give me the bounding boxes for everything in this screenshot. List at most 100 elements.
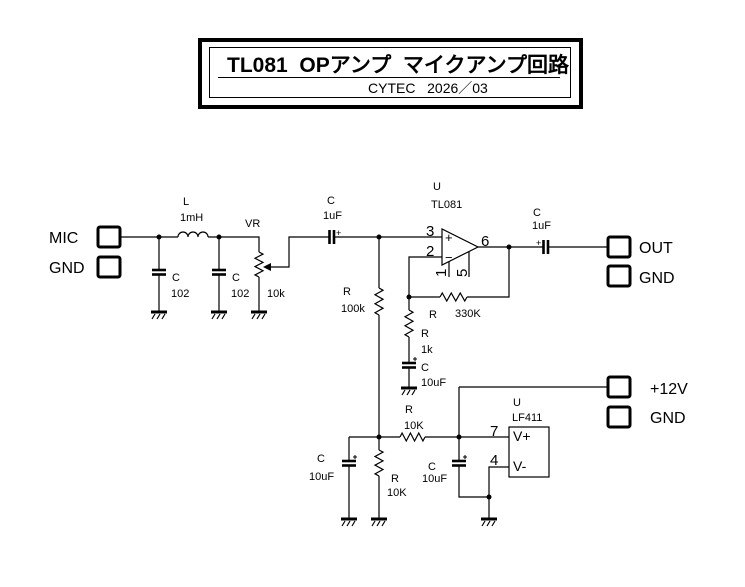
diagram-title: TL081 OPアンプ マイクアンプ回路 (227, 53, 570, 77)
title-inner-frame (209, 47, 571, 98)
capacitor-icon (150, 268, 168, 276)
u1-pin-5: 5 (454, 269, 471, 277)
junction-dot (506, 244, 512, 250)
u2-pin-7: 7 (490, 423, 498, 440)
gnd-in-label: GND (49, 260, 85, 277)
polarity-mark: + (336, 228, 341, 238)
resistor-r-gain: R 1k (403, 309, 433, 356)
junction-dot (216, 234, 222, 240)
inductor-coil-icon (177, 231, 209, 238)
potentiometer-vr: VR 10k (245, 218, 285, 300)
r-div-top-value: 10K (404, 420, 424, 432)
junction-dot (406, 294, 412, 300)
gnd-in-terminal (96, 255, 122, 279)
resistor-zigzag-icon (373, 449, 385, 477)
opamp-triangle-icon (441, 228, 480, 266)
ground-icon (249, 310, 269, 321)
r-div-top-ref: R (405, 404, 413, 416)
opamp-u2: U LF411 7 4 V+ V- (490, 397, 550, 478)
title-outer-frame (198, 38, 583, 109)
capacitor-c-div: C 10uF (309, 453, 359, 483)
u1-pin-3: 3 (426, 223, 434, 240)
ground-icon (149, 310, 169, 321)
u1-pin-6: 6 (481, 233, 489, 250)
c-in2-value: 102 (231, 288, 249, 300)
wire-offset-pins (448, 251, 470, 277)
r-div-bot-value: 10K (387, 487, 407, 499)
u2-body (508, 426, 550, 478)
u1-pin-2: 2 (426, 243, 434, 260)
junction-dot (376, 234, 382, 240)
gnd-pwr-label: GND (650, 410, 686, 427)
c-div-ref: C (317, 453, 325, 465)
polarized-capacitor-icon (542, 238, 550, 256)
c-supply-value: 10uF (422, 473, 447, 485)
wiper-arrow-icon (263, 263, 271, 271)
resistor-r-div-bot: R 10K (373, 449, 407, 499)
gnd-out-label: GND (639, 270, 675, 287)
c-supply-ref: C (428, 461, 436, 473)
u1-pin-1: 1 (433, 269, 450, 277)
capacitor-c-supply: C 10uF (422, 453, 469, 485)
ground-icon (339, 517, 359, 528)
resistor-zigzag-icon (439, 291, 468, 303)
polarized-capacitor-icon (328, 228, 336, 246)
capacitor-c-couple-in: + C 1uF (323, 195, 342, 246)
l1-ref: L (183, 196, 189, 208)
c-gain-ref: C (421, 362, 429, 374)
u2-part: LF411 (512, 412, 542, 424)
resistor-r-div-top: R 10K (399, 404, 426, 443)
junction-dot (486, 494, 492, 500)
ground-icon (209, 310, 229, 321)
diagram-subtitle: CYTEC 2026／03 (368, 80, 488, 96)
r-gain-ref: R (421, 328, 429, 340)
r-div-bot-ref: R (391, 473, 399, 485)
opamp-u1: + − U TL081 3 2 6 1 5 (426, 181, 489, 277)
ground-icon (479, 517, 499, 528)
r-gain-value: 1k (421, 344, 433, 356)
capacitor-c-gain: C 10uF (400, 355, 446, 389)
u1-minus-symbol: − (445, 250, 453, 265)
c-out-value: 1uF (532, 220, 551, 232)
gnd-pwr-terminal (606, 405, 632, 429)
resistor-r-fb: R 330K (429, 291, 481, 321)
wire-bias-supply (348, 386, 608, 519)
junction-dot (376, 434, 382, 440)
capacitor-c-in2: C 102 (210, 268, 249, 300)
resistor-zigzag-icon (253, 251, 265, 278)
resistor-zigzag-icon (403, 309, 415, 338)
c-gain-value: 10uF (421, 377, 446, 389)
vcc-terminal (606, 375, 632, 399)
resistor-zigzag-icon (373, 287, 385, 316)
c-out-ref: C (533, 207, 541, 219)
c-couple-in-ref: C (327, 195, 335, 207)
u2-vplus-label: V+ (513, 428, 531, 444)
wire-wiper-to-coupling (270, 236, 442, 268)
r-fb-ref: R (429, 309, 437, 321)
out-terminal (606, 235, 632, 259)
u2-vminus-label: V- (513, 458, 527, 474)
gnd-out-terminal (606, 264, 632, 288)
u1-ref: U (433, 181, 441, 193)
inductor-l1: L 1mH (177, 196, 209, 238)
junction-dot (156, 234, 162, 240)
r-bias-ref: R (343, 286, 351, 298)
capacitor-c-in1: C 102 (150, 268, 189, 300)
title-block: TL081 OPアンプ マイクアンプ回路 CYTEC 2026／03 (198, 38, 583, 109)
mic-label: MIC (49, 230, 78, 247)
l1-value: 1mH (180, 212, 203, 224)
resistor-r-bias: R 100k (341, 286, 385, 316)
u2-pin-4: 4 (490, 452, 498, 469)
r-fb-value: 330K (455, 308, 481, 320)
u2-ref: U (513, 397, 521, 409)
r-bias-value: 100k (341, 303, 365, 315)
vr-ref: VR (245, 218, 260, 230)
junction-dot (456, 434, 462, 440)
resistor-zigzag-icon (399, 431, 426, 443)
vr-value: 10k (267, 288, 285, 300)
ground-icon (399, 386, 419, 397)
c-in1-ref: C (172, 272, 180, 284)
c-div-value: 10uF (309, 471, 334, 483)
c-couple-in-value: 1uF (323, 210, 342, 222)
